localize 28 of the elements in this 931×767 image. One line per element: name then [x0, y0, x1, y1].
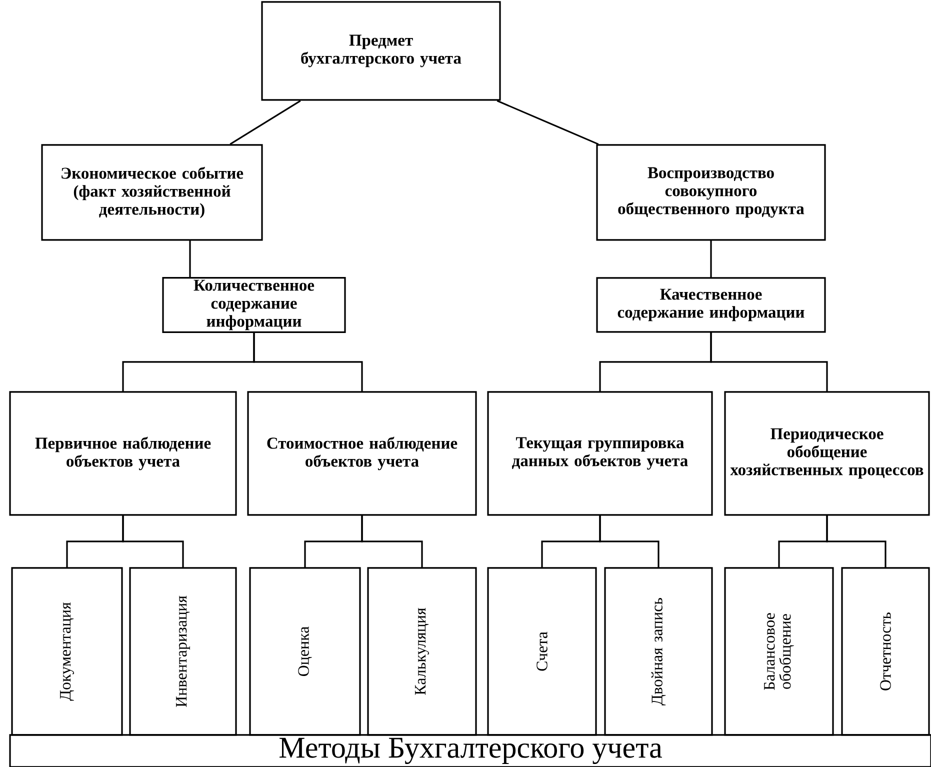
method-box: Инвентаризация: [129, 567, 237, 736]
methods-band: Методы Бухгалтерского учета: [9, 734, 931, 767]
concept-box: Экономическое событие (факт хозяйственной деятельности): [41, 144, 263, 241]
concept-box: Количественное содержание информации: [162, 277, 346, 333]
connector-line: [710, 240, 712, 278]
concept-box: Стоимостное наблюдение объектов учета: [247, 391, 477, 516]
method-box: Двойная запись: [604, 567, 713, 736]
connector-line: [230, 100, 301, 145]
connector-line: [826, 514, 886, 568]
method-box: Счета: [487, 567, 597, 736]
concept-box: Текущая группировка данных объектов учета: [487, 391, 713, 516]
connector-line: [122, 514, 184, 568]
concept-box: Предмет бухгалтерского учета: [261, 1, 501, 101]
connector-line: [710, 332, 828, 392]
connector-line: [189, 240, 191, 278]
connector-line: [599, 514, 660, 568]
method-box: Документация: [11, 567, 123, 736]
concept-box: Периодическое обобщение хозяйственных процессов: [724, 391, 930, 516]
connector-line: [496, 100, 599, 145]
connector-line: [361, 514, 423, 568]
method-box: Калькуляция: [367, 567, 477, 736]
connector-line: [253, 332, 363, 392]
method-box: Отчетность: [841, 567, 930, 736]
concept-box: Воспроизводство совокупного общественного продукта: [596, 144, 826, 241]
concept-box: Качественное содержание информации: [596, 277, 826, 333]
concept-box: Первичное наблюдение объектов учета: [9, 391, 237, 516]
method-box: Балансовое обобщение: [724, 567, 834, 736]
method-box: Оценка: [249, 567, 361, 736]
